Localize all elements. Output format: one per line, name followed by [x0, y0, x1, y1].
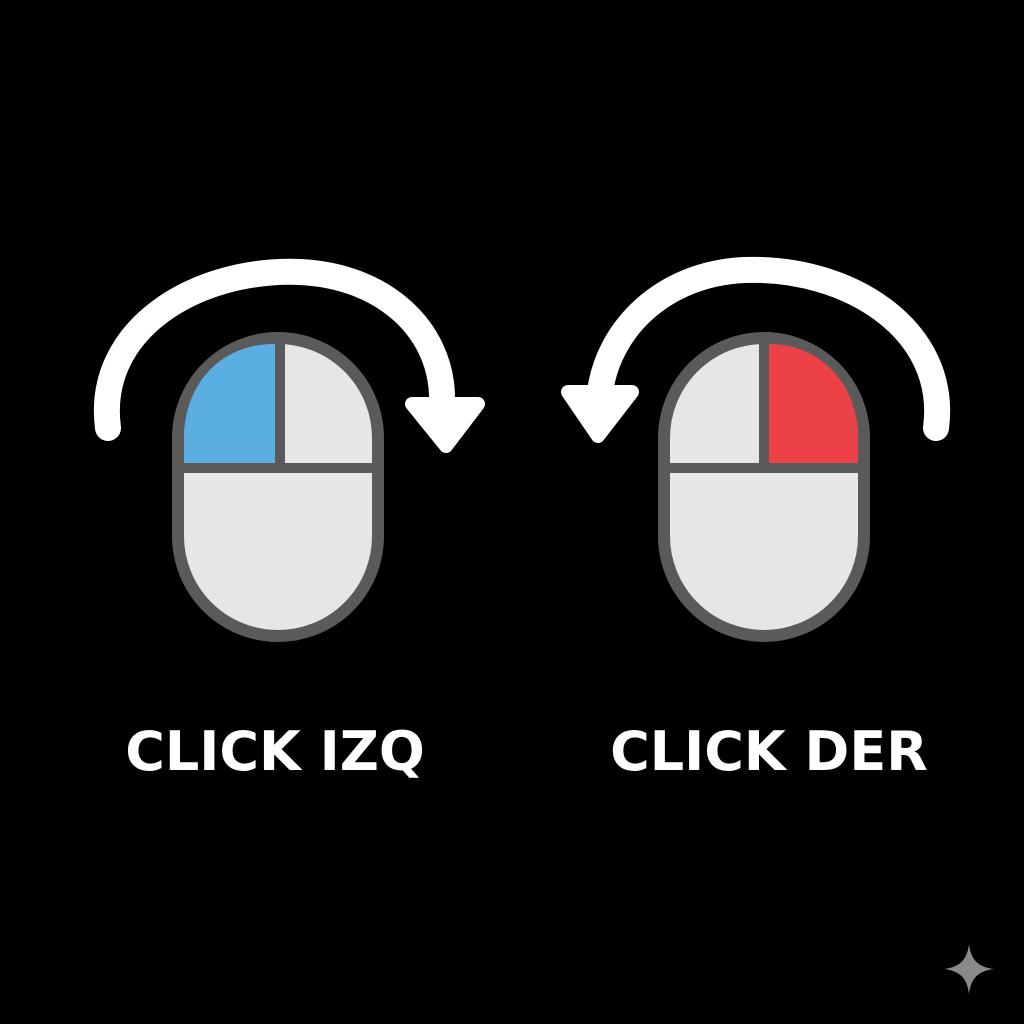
right-click-panel: CLICK DER: [512, 0, 1024, 1024]
left-click-illustration: [93, 258, 485, 642]
sparkle-icon: [944, 944, 994, 994]
left-button-highlight: [184, 344, 280, 466]
mouse-right-click-icon: [658, 332, 870, 642]
arrow-counterclockwise-icon: [561, 256, 951, 443]
left-click-panel: CLICK IZQ: [93, 258, 485, 783]
right-click-illustration: [561, 256, 951, 642]
arrow-clockwise-icon: [93, 258, 485, 453]
mouse-left-click-icon: [172, 332, 384, 642]
right-click-label: CLICK DER: [610, 720, 928, 783]
right-button-highlight: [764, 344, 858, 466]
left-click-label: CLICK IZQ: [125, 720, 425, 783]
